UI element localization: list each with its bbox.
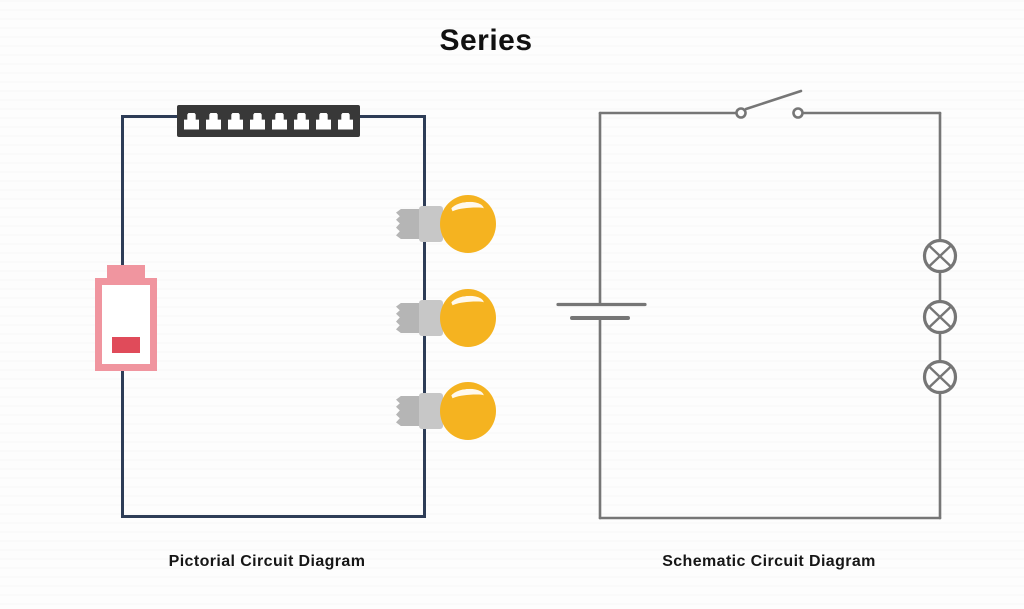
page-title: Series <box>439 24 533 57</box>
battery-bar <box>112 342 140 348</box>
switch-jack <box>294 112 309 130</box>
bulb-screw-base <box>396 303 423 333</box>
bulb-glass <box>440 195 496 253</box>
light-bulb-icon-2 <box>396 288 498 348</box>
lamp-icon-3 <box>922 359 958 395</box>
bulb-highlight <box>449 387 485 408</box>
schematic-caption: Schematic Circuit Diagram <box>662 553 876 570</box>
bulb-glass <box>440 289 496 347</box>
switch-jack <box>272 112 287 130</box>
bulb-screw-base <box>396 209 423 239</box>
battery-icon <box>94 265 158 371</box>
bulb-neck <box>419 393 443 429</box>
light-bulb-icon-3 <box>396 381 498 441</box>
light-bulb-icon-1 <box>396 194 498 254</box>
battery-cap <box>107 265 145 280</box>
bulb-screw-base <box>396 396 423 426</box>
bulb-neck <box>419 206 443 242</box>
open-switch-blade <box>744 89 803 111</box>
switch-contact-left <box>735 107 747 119</box>
switch-contact-right <box>792 107 804 119</box>
switch-jack <box>228 112 243 130</box>
switch-jack <box>184 112 199 130</box>
switch-jack <box>316 112 331 130</box>
battery-bar <box>112 337 140 343</box>
bulb-neck <box>419 300 443 336</box>
lamp-icon-1 <box>922 238 958 274</box>
switch-jack <box>250 112 265 130</box>
switch-jack <box>338 112 353 130</box>
battery-body <box>95 278 157 371</box>
connector-strip-switch-icon <box>177 105 360 137</box>
switch-jack <box>206 112 221 130</box>
lamp-icon-2 <box>922 299 958 335</box>
bulb-highlight <box>449 200 485 221</box>
bulb-highlight <box>449 294 485 315</box>
pictorial-caption: Pictorial Circuit Diagram <box>168 553 366 570</box>
battery-bar <box>112 347 140 353</box>
battery-charge-bars <box>112 337 140 353</box>
bulb-glass <box>440 382 496 440</box>
